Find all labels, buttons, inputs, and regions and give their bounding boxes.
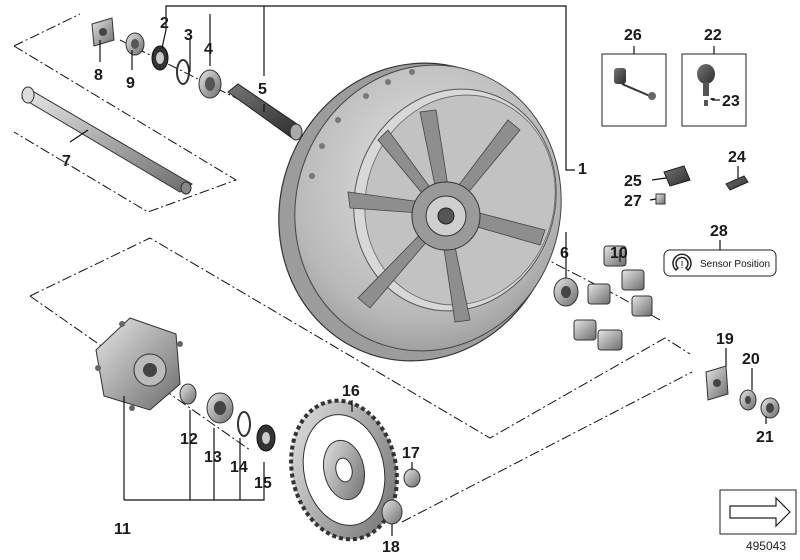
leader-lines bbox=[69, 5, 767, 536]
bearing-13 bbox=[206, 392, 234, 424]
valve-box-26 bbox=[601, 53, 667, 127]
callout-24: 24 bbox=[728, 149, 746, 166]
spacer-9 bbox=[125, 32, 145, 56]
callout-9: 9 bbox=[126, 75, 135, 92]
sensor-position-badge: ! Sensor Position bbox=[663, 249, 777, 277]
seal-2 bbox=[151, 45, 169, 71]
callout-14: 14 bbox=[230, 459, 248, 476]
callout-labels: 1 2 3 4 5 6 7 8 9 10 11 12 13 14 15 16 1… bbox=[62, 15, 774, 556]
washer-20 bbox=[739, 389, 757, 411]
callout-23-dash: - bbox=[710, 90, 715, 107]
spacer-12 bbox=[179, 383, 197, 405]
callout-18: 18 bbox=[382, 539, 400, 556]
callout-16: 16 bbox=[342, 383, 360, 400]
axle bbox=[20, 86, 193, 195]
seal-15 bbox=[256, 424, 276, 452]
callout-22: 22 bbox=[704, 27, 722, 44]
tire-pressure-warning-icon: ! bbox=[672, 253, 692, 272]
adjuster-plate bbox=[91, 17, 115, 47]
circlip-3 bbox=[176, 59, 190, 85]
svg-text:!: ! bbox=[681, 260, 684, 271]
bearing-4 bbox=[198, 69, 222, 99]
adjuster-plate-19 bbox=[705, 365, 729, 401]
damper-rubbers bbox=[573, 245, 653, 351]
nut-21 bbox=[760, 397, 780, 419]
callout-27: 27 bbox=[624, 193, 642, 210]
callout-10: 10 bbox=[610, 245, 628, 262]
seal-6 bbox=[553, 277, 579, 307]
nut-17 bbox=[403, 468, 421, 488]
callout-23: 23 bbox=[722, 93, 740, 110]
callout-12: 12 bbox=[180, 431, 198, 448]
callout-21: 21 bbox=[756, 429, 774, 446]
callout-2: 2 bbox=[160, 15, 169, 32]
callout-28: 28 bbox=[710, 223, 728, 240]
callout-1: 1 bbox=[578, 161, 587, 178]
valve-box-22 bbox=[681, 53, 747, 127]
sensor-bracket-25 bbox=[663, 165, 691, 187]
screw-27 bbox=[655, 193, 666, 205]
clip-24 bbox=[725, 175, 749, 191]
callout-11: 11 bbox=[114, 521, 131, 538]
callout-7: 7 bbox=[62, 153, 71, 170]
callout-4: 4 bbox=[204, 41, 213, 58]
callout-8: 8 bbox=[94, 67, 103, 84]
circlip-14 bbox=[237, 411, 251, 437]
sprocket bbox=[289, 398, 399, 542]
wheel-hub bbox=[95, 317, 183, 411]
bolt-18 bbox=[381, 499, 403, 525]
callout-25: 25 bbox=[624, 173, 642, 190]
callout-13: 13 bbox=[204, 449, 222, 466]
callout-19: 19 bbox=[716, 331, 734, 348]
callout-15: 15 bbox=[254, 475, 272, 492]
sensor-position-text: Sensor Position bbox=[700, 259, 770, 270]
reference-number: 495043 bbox=[746, 539, 786, 553]
orientation-arrow-icon bbox=[719, 489, 797, 535]
callout-20: 20 bbox=[742, 351, 760, 368]
callout-5: 5 bbox=[258, 81, 267, 98]
callout-3: 3 bbox=[184, 27, 193, 44]
callout-6: 6 bbox=[560, 245, 569, 262]
callout-17: 17 bbox=[402, 445, 420, 462]
rear-wheel-rim bbox=[278, 62, 562, 362]
callout-26: 26 bbox=[624, 27, 642, 44]
